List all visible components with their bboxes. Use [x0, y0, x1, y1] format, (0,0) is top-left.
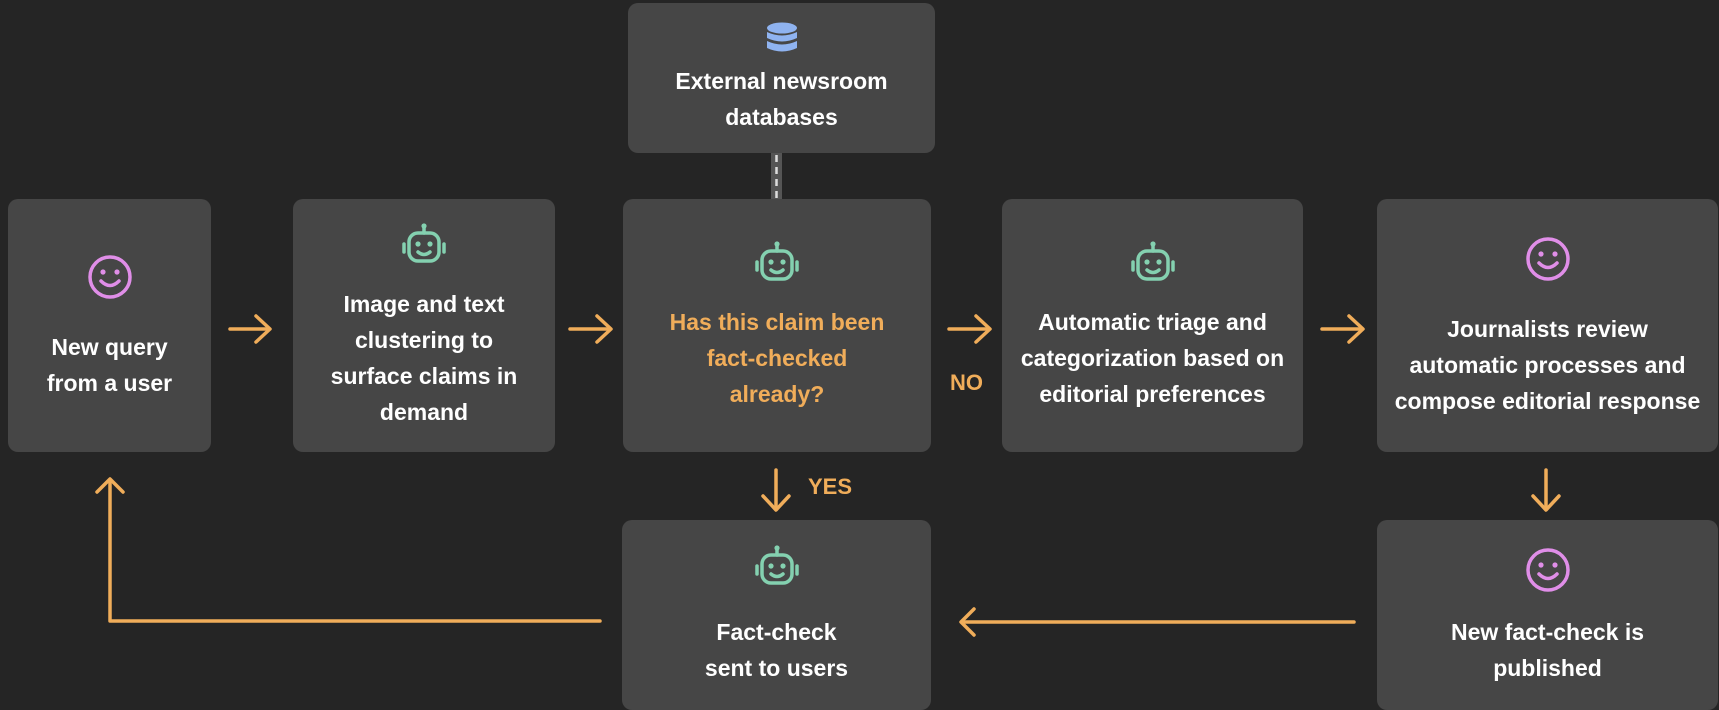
node-new-fact-check-published: New fact-check is published [1377, 520, 1718, 710]
node-label: Image and text clustering to surface cla… [330, 290, 518, 425]
arrow-decision-to-triage [947, 314, 992, 344]
robot-icon [755, 240, 799, 281]
arrow-triage-to-journalists [1320, 314, 1365, 344]
node-label: New query from a user [46, 333, 173, 396]
arrow-journalists-to-published [1531, 468, 1561, 512]
node-label: Has this claim been fact-checked already… [669, 308, 885, 407]
node-automatic-triage: Automatic triage and categorization base… [1002, 199, 1303, 452]
arrow-clustering-to-decision [568, 314, 613, 344]
smiley-icon [1525, 548, 1570, 592]
branch-label-yes: YES [808, 474, 853, 499]
node-decision-already-checked: Has this claim been fact-checked already… [623, 199, 931, 452]
node-fact-check-sent: Fact-check sent to users [622, 520, 931, 710]
node-label: Automatic triage and categorization base… [1020, 308, 1285, 407]
branch-label-no: NO [950, 370, 983, 395]
node-new-query: New query from a user [8, 199, 211, 452]
database-connector [771, 153, 782, 199]
robot-icon [754, 545, 799, 585]
node-image-text-clustering: Image and text clustering to surface cla… [293, 199, 555, 452]
node-label: External newsroom databases [675, 68, 888, 130]
node-label: Fact-check sent to users [704, 619, 849, 681]
robot-icon [402, 222, 446, 263]
node-label: Journalists review automatic processes a… [1394, 315, 1701, 414]
arrow-published-to-sent [959, 607, 1356, 637]
smiley-icon [87, 254, 132, 299]
smiley-icon [1525, 236, 1570, 281]
node-label: New fact-check is published [1450, 619, 1645, 681]
robot-icon [1130, 240, 1175, 281]
node-external-newsroom-databases: External newsroom databases [628, 3, 935, 153]
arrow-query-to-clustering [228, 314, 272, 344]
arrow-sent-to-query [95, 477, 602, 623]
node-journalists-review: Journalists review automatic processes a… [1377, 199, 1718, 452]
arrow-decision-to-sent [761, 468, 791, 512]
database-icon [766, 22, 797, 52]
